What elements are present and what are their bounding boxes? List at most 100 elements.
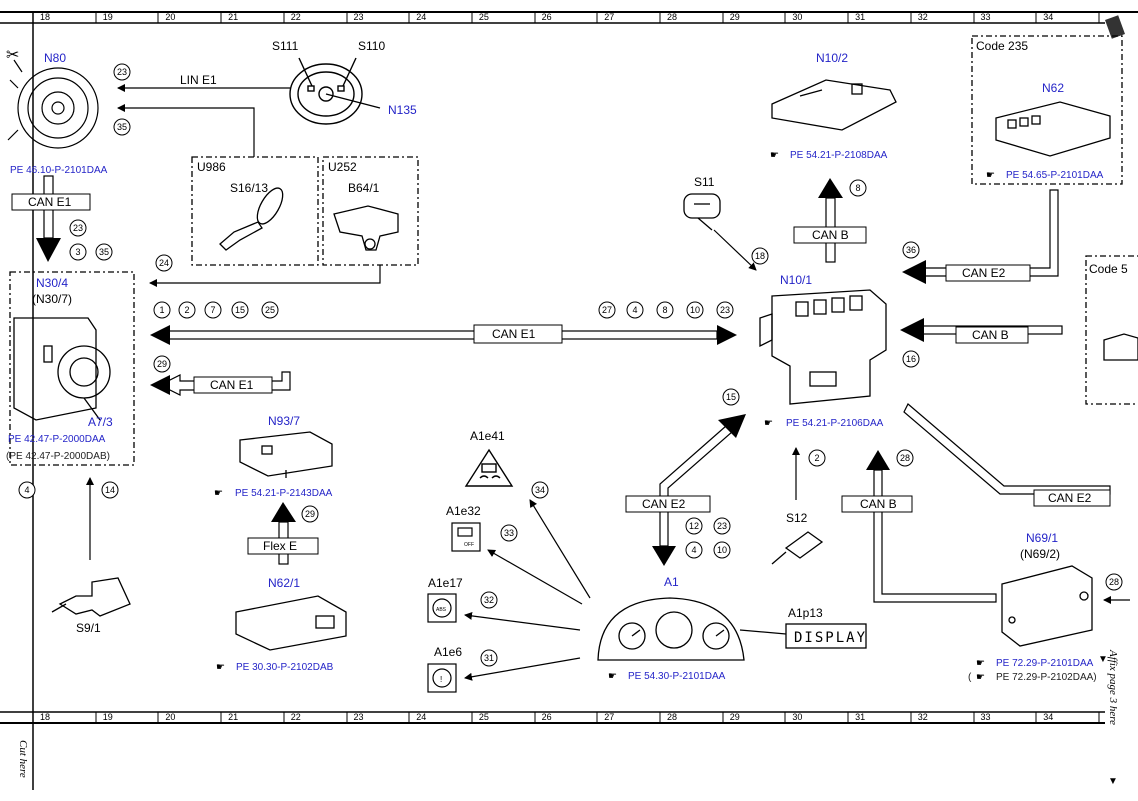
svg-text:29: 29 [157,359,167,369]
n62-module-icon [995,101,1111,157]
ref-num-23: 23 [713,517,731,535]
ref-num-3: 3 [69,243,87,261]
n69-ref-icon: ☛ [976,658,985,669]
triangle-marker-icon: ▼ [1098,654,1108,665]
n30-7-label: (N30/7) [32,292,72,306]
svg-text:14: 14 [105,485,115,495]
code-partial-label: Code 5 [1089,262,1128,276]
n93-7-module-icon [239,431,333,478]
ref-num-32: 32 [480,591,498,609]
u252-label: U252 [328,160,357,174]
ruler-column-label: 33 [980,712,990,722]
ref-num-29: 29 [301,505,319,523]
ref-num-7: 7 [204,301,222,319]
n69-ref-2-prefix: ( [968,672,972,683]
ref-num-2: 2 [178,301,196,319]
ref-num-14: 14 [101,481,119,499]
ref-num-23: 23 [113,63,131,81]
a7-3-label: A7/3 [88,415,113,429]
s110-label: S110 [358,39,385,53]
svg-text:33: 33 [504,528,514,538]
svg-text:OFF: OFF [464,542,474,548]
ruler-column-label: 31 [855,12,865,22]
svg-text:12: 12 [689,521,699,531]
ref-num-18: 18 [751,247,769,265]
can-b-low-bus [866,450,997,603]
s111-label: S111 [272,39,299,53]
ruler-column-label: 18 [40,12,50,22]
can-e2-n62-tag [945,264,1031,282]
can-e2-a1-label: CAN E2 [642,497,686,511]
n30-4-label: N30/4 [36,276,68,290]
a1-to-a1e41-arrow [529,499,591,599]
n69-1-label: N69/1 [1026,531,1058,545]
n30-ref-2: (PE 42.47-P-2000DAB) [6,451,110,462]
ruler-column-label: 29 [730,712,740,722]
ref-num-35: 35 [113,118,131,136]
svg-text:27: 27 [602,305,612,315]
n10-1-ref-icon: ☛ [764,418,773,429]
s12-switch-icon [771,531,824,565]
u986-label: U986 [197,160,226,174]
ref-num-33: 33 [500,524,518,542]
ref-num-2: 2 [808,449,826,467]
svg-text:8: 8 [855,183,860,193]
n80-label: N80 [44,51,66,65]
svg-text:23: 23 [117,67,127,77]
ruler-column-label: 18 [40,712,50,722]
ruler-column-label: 19 [103,712,113,722]
n10-2-ref-icon: ☛ [770,150,779,161]
can-e2-right-bus [903,403,1111,495]
svg-text:28: 28 [1109,577,1119,587]
can-e1-left-label: CAN E1 [28,195,72,209]
ruler-column-label: 33 [980,12,990,22]
corner-tab-icon [1105,15,1125,39]
ref-num-4: 4 [626,301,644,319]
ruler-column-label: 25 [479,12,489,22]
svg-text:34: 34 [535,485,545,495]
svg-text:2: 2 [814,453,819,463]
ref-num-23: 23 [716,301,734,319]
scissors-icon: ✂ [6,45,19,64]
n69-2-label: (N69/2) [1020,547,1060,561]
ref-num-25: 25 [261,301,279,319]
n62-ref: PE 54.65-P-2101DAA [1006,170,1104,181]
n62-1-module-icon [235,595,347,651]
svg-text:36: 36 [906,245,916,255]
ref-num-27: 27 [598,301,616,319]
u986-box [191,156,319,266]
n10-2-ref: PE 54.21-P-2108DAA [790,150,888,161]
ruler-column-label: 22 [291,12,301,22]
svg-text:23: 23 [73,223,83,233]
n135-label: N135 [388,103,417,117]
ruler-ticks [32,12,1100,723]
n93-ref-icon: ☛ [214,488,223,499]
n62-1-ref: PE 30.30-P-2102DAB [236,662,334,673]
n10-2-module-icon [771,79,897,131]
top-ruler [0,11,1138,24]
can-e1-left-tag [11,193,91,211]
n80-steering-module-icon [7,59,99,149]
svg-text:31: 31 [484,653,494,663]
ref-num-29: 29 [153,355,171,373]
n69-ref-2-icon: ☛ [976,672,985,683]
svg-text:7: 7 [210,305,215,315]
ruler-column-label: 28 [667,12,677,22]
ref-num-4: 4 [18,481,36,499]
svg-text:16: 16 [906,354,916,364]
n93-ref: PE 54.21-P-2143DAA [235,488,333,499]
svg-text:35: 35 [99,247,109,257]
triangle-marker-icon: ▼ [1108,776,1118,787]
ruler-column-label: 19 [103,12,113,22]
a1-label: A1 [664,575,679,589]
s11-switch-icon [683,193,721,231]
n62-1-label: N62/1 [268,576,300,590]
svg-text:29: 29 [305,509,315,519]
can-e1-down-arrow [36,175,61,262]
svg-text:35: 35 [117,122,127,132]
n10-1-fuse-box-icon [759,289,887,405]
ref-num-15: 15 [722,388,740,406]
svg-text:4: 4 [691,545,696,555]
can-e2-a1-bus [652,414,746,566]
